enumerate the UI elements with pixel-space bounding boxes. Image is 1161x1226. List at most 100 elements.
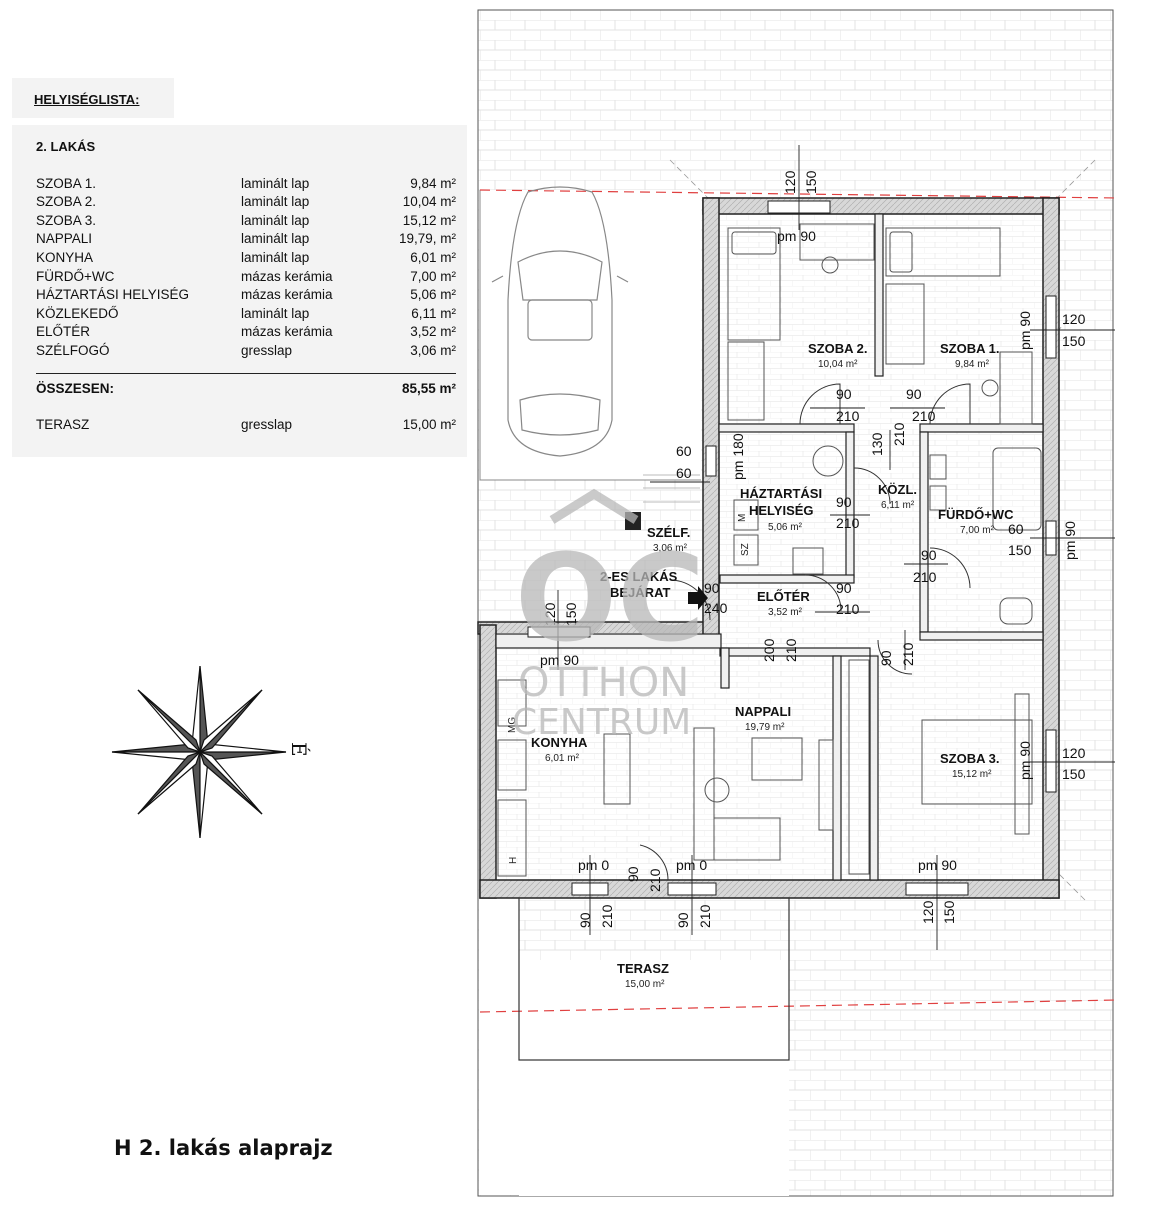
site-boundary	[477, 9, 1114, 1197]
dimension: 150	[563, 602, 579, 626]
room-area: 10,04 m²	[818, 359, 858, 370]
room-name: SZOBA 3.	[940, 751, 999, 766]
dimension: 90	[836, 580, 852, 596]
property-line	[479, 189, 1119, 199]
room-area: 3,06 m²	[653, 543, 688, 554]
dimension: 200	[761, 638, 777, 662]
room-name: FÜRDŐ+WC	[938, 507, 1014, 522]
room-name: SZÉLF.	[647, 525, 690, 540]
room-area: 6,11 m²	[881, 500, 915, 511]
dimension: pm 90	[540, 652, 579, 668]
dimension: 210	[900, 642, 916, 666]
room-name: SZOBA 1.	[940, 341, 999, 356]
parking-area	[479, 190, 701, 480]
dimension: 210	[913, 569, 937, 585]
entrance-arrow-icon	[688, 586, 708, 610]
dimension: 60	[676, 465, 692, 481]
dimension: 90	[577, 912, 593, 928]
room-list-title: HELYISÉGLISTA:	[34, 92, 140, 107]
dimension: 150	[1062, 766, 1086, 782]
room-area: 19,79 m²	[745, 722, 785, 733]
dimension: 240	[704, 600, 728, 616]
room-list-title-box	[12, 78, 174, 118]
dimension: 120	[1062, 311, 1086, 327]
dimension: pm 90	[1017, 311, 1033, 350]
garden-area	[519, 960, 789, 1196]
dimension: 210	[836, 408, 860, 424]
terrace	[518, 897, 790, 1061]
dimension: 210	[891, 422, 907, 446]
dimension: 90	[704, 580, 720, 596]
appliance-label: MG	[507, 717, 518, 733]
watermark-line1: OTTHON	[518, 660, 689, 706]
dimension: pm 180	[730, 433, 746, 480]
room-name: TERASZ	[617, 961, 669, 976]
room-area: 7,00 m²	[960, 525, 995, 536]
dimension: 120	[1062, 745, 1086, 761]
dimension: 150	[941, 900, 957, 924]
dimension: 210	[836, 515, 860, 531]
dimension: pm 90	[918, 857, 957, 873]
inner-walls	[495, 213, 1044, 881]
dimension: 150	[1062, 333, 1086, 349]
room-name: HÁZTARTÁSI	[740, 486, 822, 501]
property-line	[479, 999, 1119, 1013]
dimension: 130	[869, 432, 885, 456]
dimension: 90	[625, 866, 641, 882]
appliance-label: M	[737, 514, 748, 522]
appliance-label: H	[508, 857, 519, 864]
dimension: 210	[697, 904, 713, 928]
room-name: KÖZL.	[878, 482, 917, 497]
room-area: 15,00 m²	[625, 979, 665, 990]
car-icon	[491, 186, 629, 457]
dimension: 210	[836, 601, 860, 617]
house-floor-south	[480, 633, 1057, 891]
dimension: 210	[783, 638, 799, 662]
entrance-label: BEJÁRAT	[610, 585, 670, 600]
dimension: 150	[803, 170, 819, 194]
stairs	[643, 474, 700, 503]
dimension: pm 0	[676, 857, 707, 873]
dimension: pm 90	[1017, 741, 1033, 780]
compass-rose-icon: É	[111, 665, 311, 839]
dimension: 210	[599, 904, 615, 928]
furniture	[497, 223, 1042, 877]
room-list-divider	[36, 373, 456, 374]
dimension: 60	[1008, 521, 1024, 537]
plan-caption: H 2. lakás alaprajz	[114, 1136, 333, 1160]
dimension: 90	[836, 494, 852, 510]
dimension: 90	[836, 386, 852, 402]
compass-north-label: É	[287, 742, 311, 757]
watermark: OC OTTHON CENTRUM	[512, 488, 705, 743]
dimension: 150	[1008, 542, 1032, 558]
dimension: 210	[647, 868, 663, 892]
watermark-logo: OC	[515, 530, 705, 669]
dimension-lines	[557, 145, 1115, 950]
dimension: 90	[675, 912, 691, 928]
room-area: 15,12 m²	[952, 769, 992, 780]
appliance-label: SZ	[740, 543, 751, 556]
dimension: 120	[542, 602, 558, 626]
room-area: 5,06 m²	[768, 522, 803, 533]
room-name: SZOBA 2.	[808, 341, 867, 356]
dimension: 60	[676, 443, 692, 459]
room-name: HELYISÉG	[749, 503, 814, 518]
dimension: 120	[782, 170, 798, 194]
dimension: 90	[878, 650, 894, 666]
garden-edge	[479, 190, 701, 481]
room-name: ELŐTÉR	[757, 589, 810, 604]
watermark-line2: CENTRUM	[512, 702, 691, 743]
room-list-total: ÖSSZESEN:85,55 m²	[36, 381, 456, 396]
